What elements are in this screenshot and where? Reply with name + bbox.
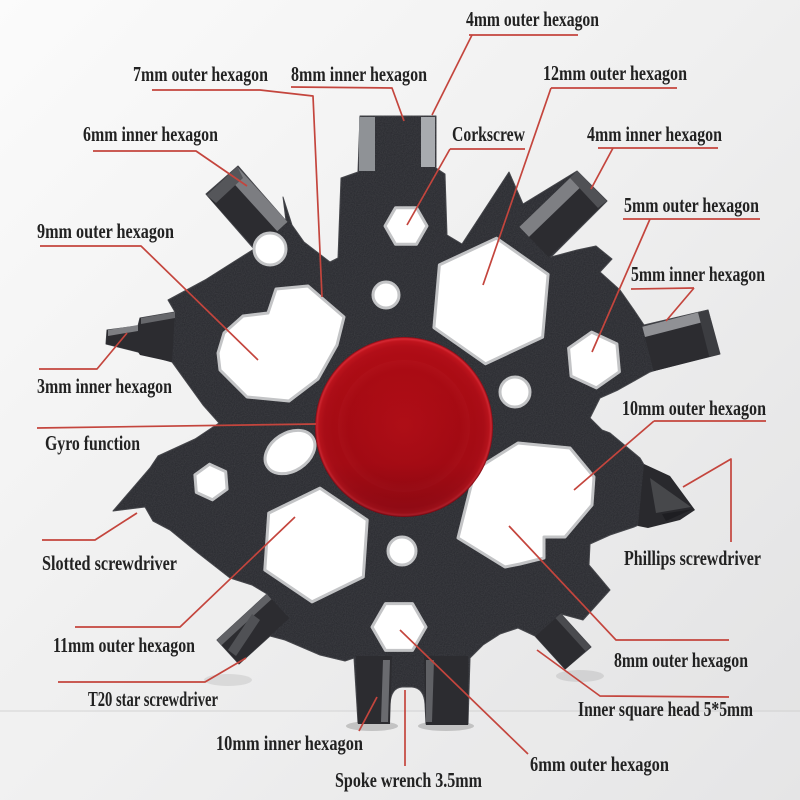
svg-text:Spoke wrench 3.5mm: Spoke wrench 3.5mm [335,768,482,792]
svg-text:6mm outer hexagon: 6mm outer hexagon [530,752,669,776]
svg-text:8mm outer hexagon: 8mm outer hexagon [614,648,748,672]
svg-text:10mm outer hexagon: 10mm outer hexagon [622,396,766,420]
svg-text:11mm outer hexagon: 11mm outer hexagon [53,633,195,657]
svg-text:3mm inner hexagon: 3mm inner hexagon [37,374,172,398]
svg-text:Phillips screwdriver: Phillips screwdriver [624,546,761,570]
svg-text:Gyro function: Gyro function [45,431,140,455]
svg-text:6mm inner hexagon: 6mm inner hexagon [83,122,218,146]
svg-text:4mm outer hexagon: 4mm outer hexagon [466,7,599,31]
svg-text:7mm outer hexagon: 7mm outer hexagon [133,62,268,86]
svg-text:9mm outer hexagon: 9mm outer hexagon [37,219,174,243]
svg-text:5mm outer hexagon: 5mm outer hexagon [624,193,759,217]
svg-text:12mm outer hexagon: 12mm outer hexagon [543,61,687,85]
svg-text:10mm inner hexagon: 10mm inner hexagon [216,731,363,755]
svg-text:Corkscrew: Corkscrew [452,122,526,146]
svg-text:Slotted screwdriver: Slotted screwdriver [42,551,177,575]
svg-text:8mm inner hexagon: 8mm inner hexagon [291,62,427,86]
svg-text:Inner square head 5*5mm: Inner square head 5*5mm [578,697,753,721]
svg-text:T20 star screwdriver: T20 star screwdriver [88,687,218,711]
svg-text:5mm inner hexagon: 5mm inner hexagon [631,262,765,286]
svg-text:4mm inner hexagon: 4mm inner hexagon [587,122,722,146]
